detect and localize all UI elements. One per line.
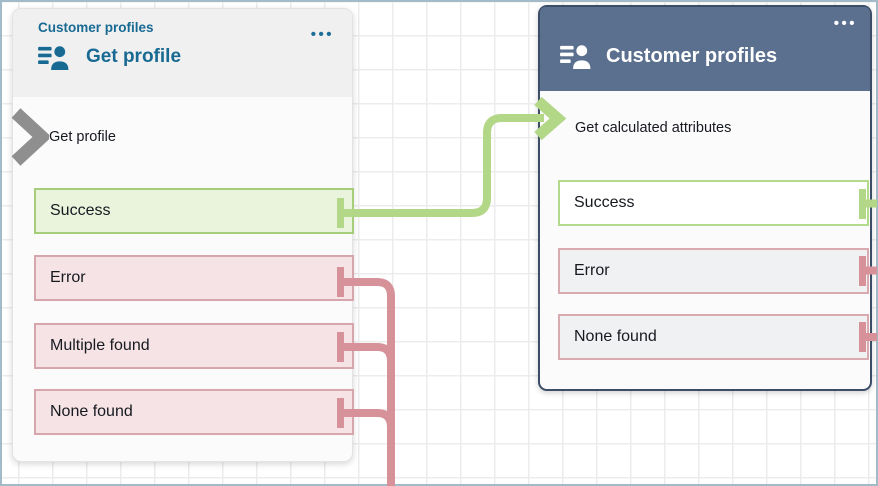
- get-profile-block-header: Customer profiles ••• Get profile: [13, 9, 352, 97]
- action-label: Get profile: [49, 129, 116, 145]
- customer-profiles-block-header: Customer profiles •••: [540, 7, 870, 91]
- block-title: Get profile: [86, 46, 182, 67]
- ellipsis-menu-icon[interactable]: •••: [833, 15, 857, 32]
- output-label: Success: [574, 194, 635, 211]
- customer-profiles-icon: [38, 44, 69, 70]
- ellipsis-menu-icon[interactable]: •••: [310, 26, 334, 43]
- output-row-success[interactable]: Success: [558, 180, 869, 226]
- output-label: Multiple found: [50, 337, 150, 354]
- output-row-error[interactable]: Error: [558, 248, 869, 294]
- output-label: None found: [50, 403, 133, 420]
- customer-profiles-icon: [560, 43, 591, 69]
- output-row-multiple-found[interactable]: Multiple found: [34, 323, 354, 369]
- output-label: Error: [50, 269, 86, 286]
- block-category-label: Customer profiles: [38, 20, 154, 35]
- block-customer-profiles-selected[interactable]: Customer profiles ••• Get calculated att…: [538, 5, 872, 391]
- output-label: Success: [50, 202, 111, 219]
- output-row-success[interactable]: Success: [34, 188, 354, 234]
- block-get-profile[interactable]: Customer profiles ••• Get profile: [9, 8, 354, 462]
- output-label: None found: [574, 328, 657, 345]
- block-title: Customer profiles: [606, 44, 778, 67]
- block-title-row: Get profile: [38, 44, 336, 70]
- output-row-error[interactable]: Error: [34, 255, 354, 301]
- output-row-none-found[interactable]: None found: [558, 314, 869, 360]
- input-connector-icon[interactable]: [9, 108, 52, 166]
- output-label: Error: [574, 262, 610, 279]
- action-label: Get calculated attributes: [575, 120, 732, 136]
- connection-success-line[interactable]: [341, 114, 544, 217]
- output-row-none-found[interactable]: None found: [34, 389, 354, 435]
